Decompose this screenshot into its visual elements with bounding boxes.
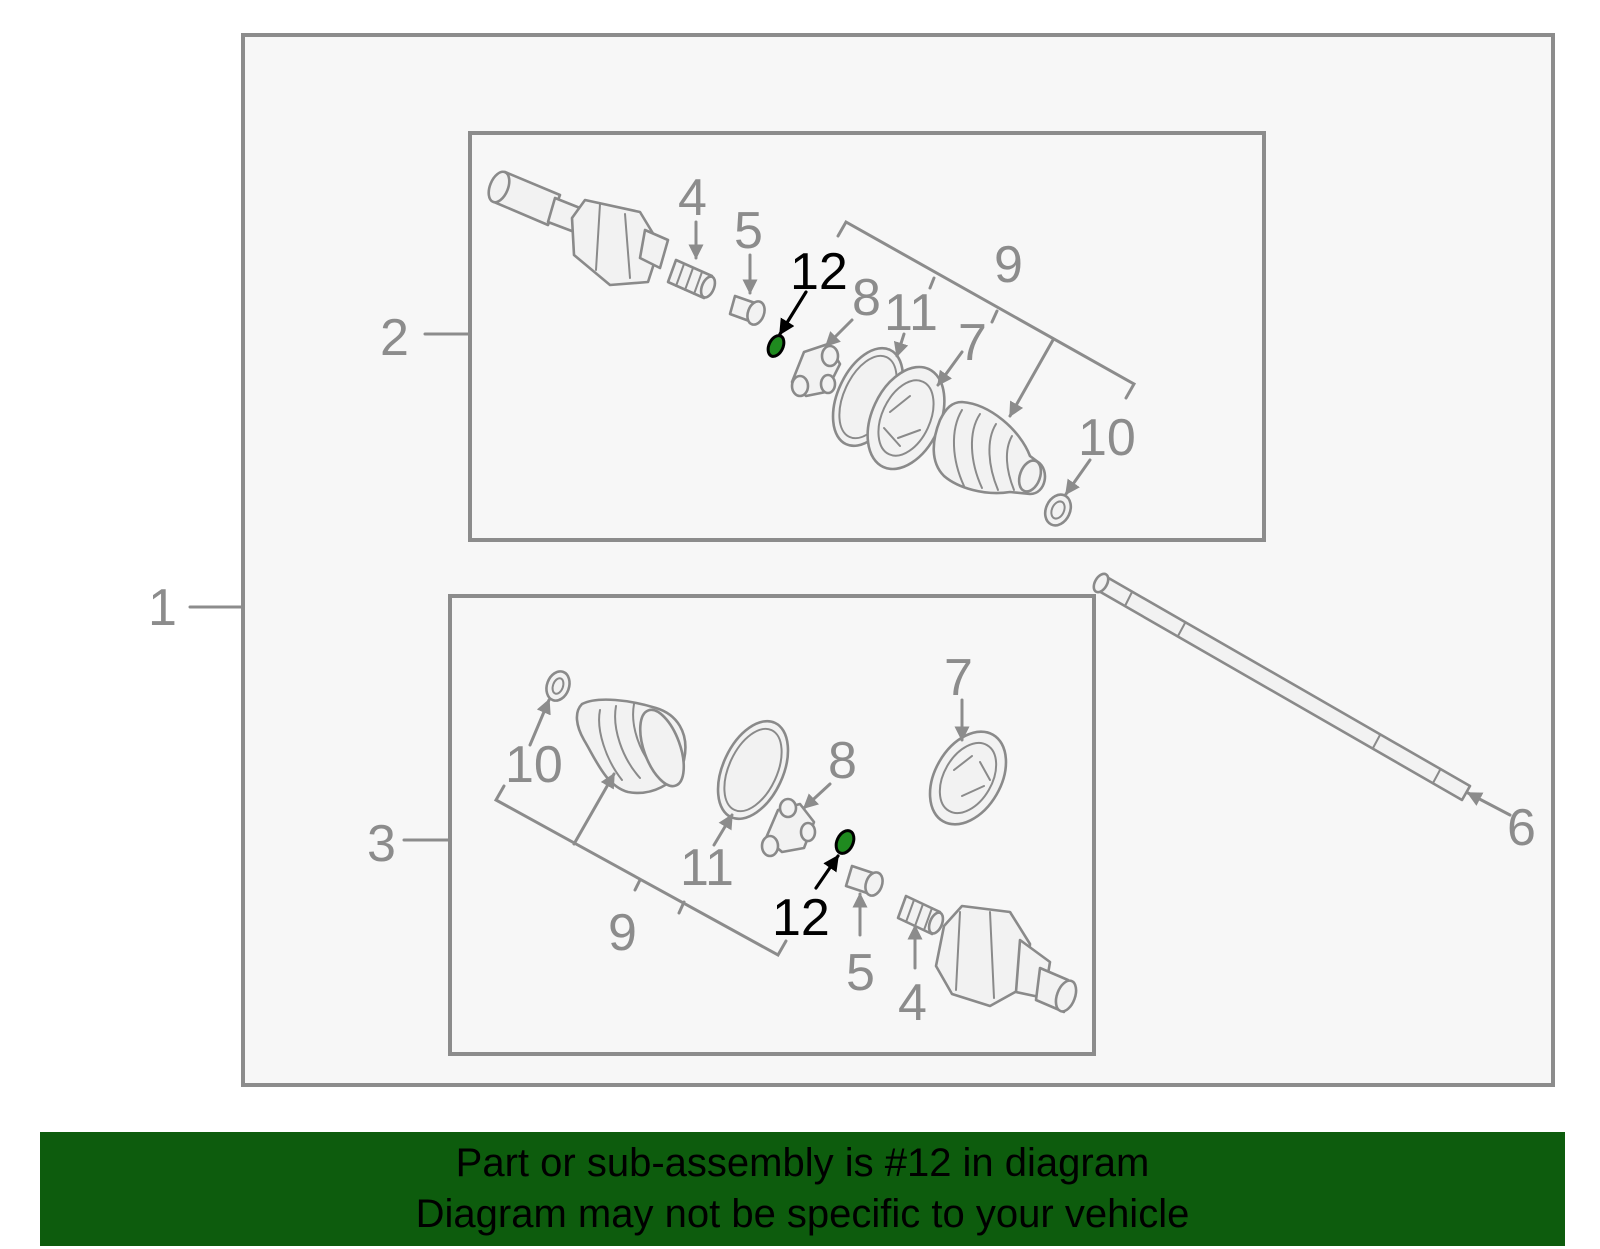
callout-9-bracket-bottom <box>493 784 788 958</box>
part-10-clamp-bottom <box>545 670 571 702</box>
callout-9-tick-bottom-a <box>633 878 642 892</box>
callout-9-leader-bottom <box>572 772 616 846</box>
callout-3-label: 3 <box>367 815 396 873</box>
outer-cv-joint-housing <box>487 170 670 287</box>
callout-4-label-top: 4 <box>678 169 707 227</box>
part-8-tripod-bottom <box>760 797 817 858</box>
callout-6-leader <box>1466 791 1512 817</box>
part-10-clamp-bottom-inner <box>551 677 565 695</box>
callout-8-label-top: 8 <box>852 269 881 327</box>
callout-8-leader-bottom <box>802 782 832 810</box>
part-7-housing-top <box>866 365 946 471</box>
callout-9-label-top: 9 <box>994 236 1023 294</box>
callout-7-leader-top <box>936 350 964 387</box>
callout-12-leader-bottom <box>814 854 840 890</box>
callout-10-leader-bottom <box>528 698 551 747</box>
callout-5-label-top: 5 <box>734 202 763 260</box>
callout-10-label-top: 10 <box>1078 409 1136 467</box>
callout-10-leader-top <box>1064 458 1092 496</box>
callout-9-label-bottom: 9 <box>608 904 637 962</box>
callout-11-leader-bottom <box>712 813 734 847</box>
callout-1-label: 1 <box>148 579 177 637</box>
callout-4-label-bottom: 4 <box>898 974 927 1032</box>
notice-line-1: Part or sub-assembly is #12 in diagram <box>455 1141 1150 1185</box>
part-12-highlight-top <box>766 334 786 358</box>
callout-9-bracket-top <box>836 219 1137 400</box>
part-10-clamp-top <box>1043 493 1073 527</box>
callout-7-label-top: 7 <box>958 314 987 372</box>
part-6-shaft <box>1092 572 1472 802</box>
part-5-cap-bottom <box>844 864 884 897</box>
part-5-cap <box>728 294 766 326</box>
callout-9-tick-top-a <box>928 276 936 290</box>
part-7-housing-bottom <box>928 730 1008 826</box>
callout-11-label-bottom: 11 <box>680 839 734 897</box>
callout-8-leader-top <box>824 318 854 348</box>
callout-6-label: 6 <box>1507 799 1536 857</box>
callout-8-label-bottom: 8 <box>828 732 857 790</box>
inner-cv-joint-housing <box>934 904 1078 1014</box>
callout-12-label-top: 12 <box>790 243 848 301</box>
callout-7-label-bottom: 7 <box>944 649 973 707</box>
cv-boot-top <box>932 400 1047 496</box>
notice-banner: Part or sub-assembly is #12 in diagram D… <box>40 1132 1565 1246</box>
callout-11-label-top: 11 <box>884 284 938 342</box>
callout-9-tick-bottom-b <box>677 900 686 915</box>
callout-2-label: 2 <box>380 309 409 367</box>
cv-boot-bottom <box>575 698 687 795</box>
callout-9-tick-top-b <box>990 309 999 324</box>
part-10-clamp-top-inner <box>1050 500 1066 520</box>
callout-12-label-bottom: 12 <box>772 889 830 947</box>
part-12-highlight-bottom <box>834 829 856 855</box>
notice-line-2: Diagram may not be specific to your vehi… <box>415 1192 1190 1236</box>
part-4-spring <box>666 258 717 300</box>
callout-9-leader-top <box>1008 338 1055 418</box>
callout-5-label-bottom: 5 <box>846 944 875 1002</box>
part-11-ring-bottom-inner <box>723 727 783 813</box>
callout-12-leader-top <box>778 290 808 336</box>
callout-10-label-bottom: 10 <box>505 736 563 794</box>
callout-11-leader-top <box>893 332 909 358</box>
part-4-spring-bottom <box>896 894 945 936</box>
outer-joint-group-frame <box>468 131 1266 542</box>
